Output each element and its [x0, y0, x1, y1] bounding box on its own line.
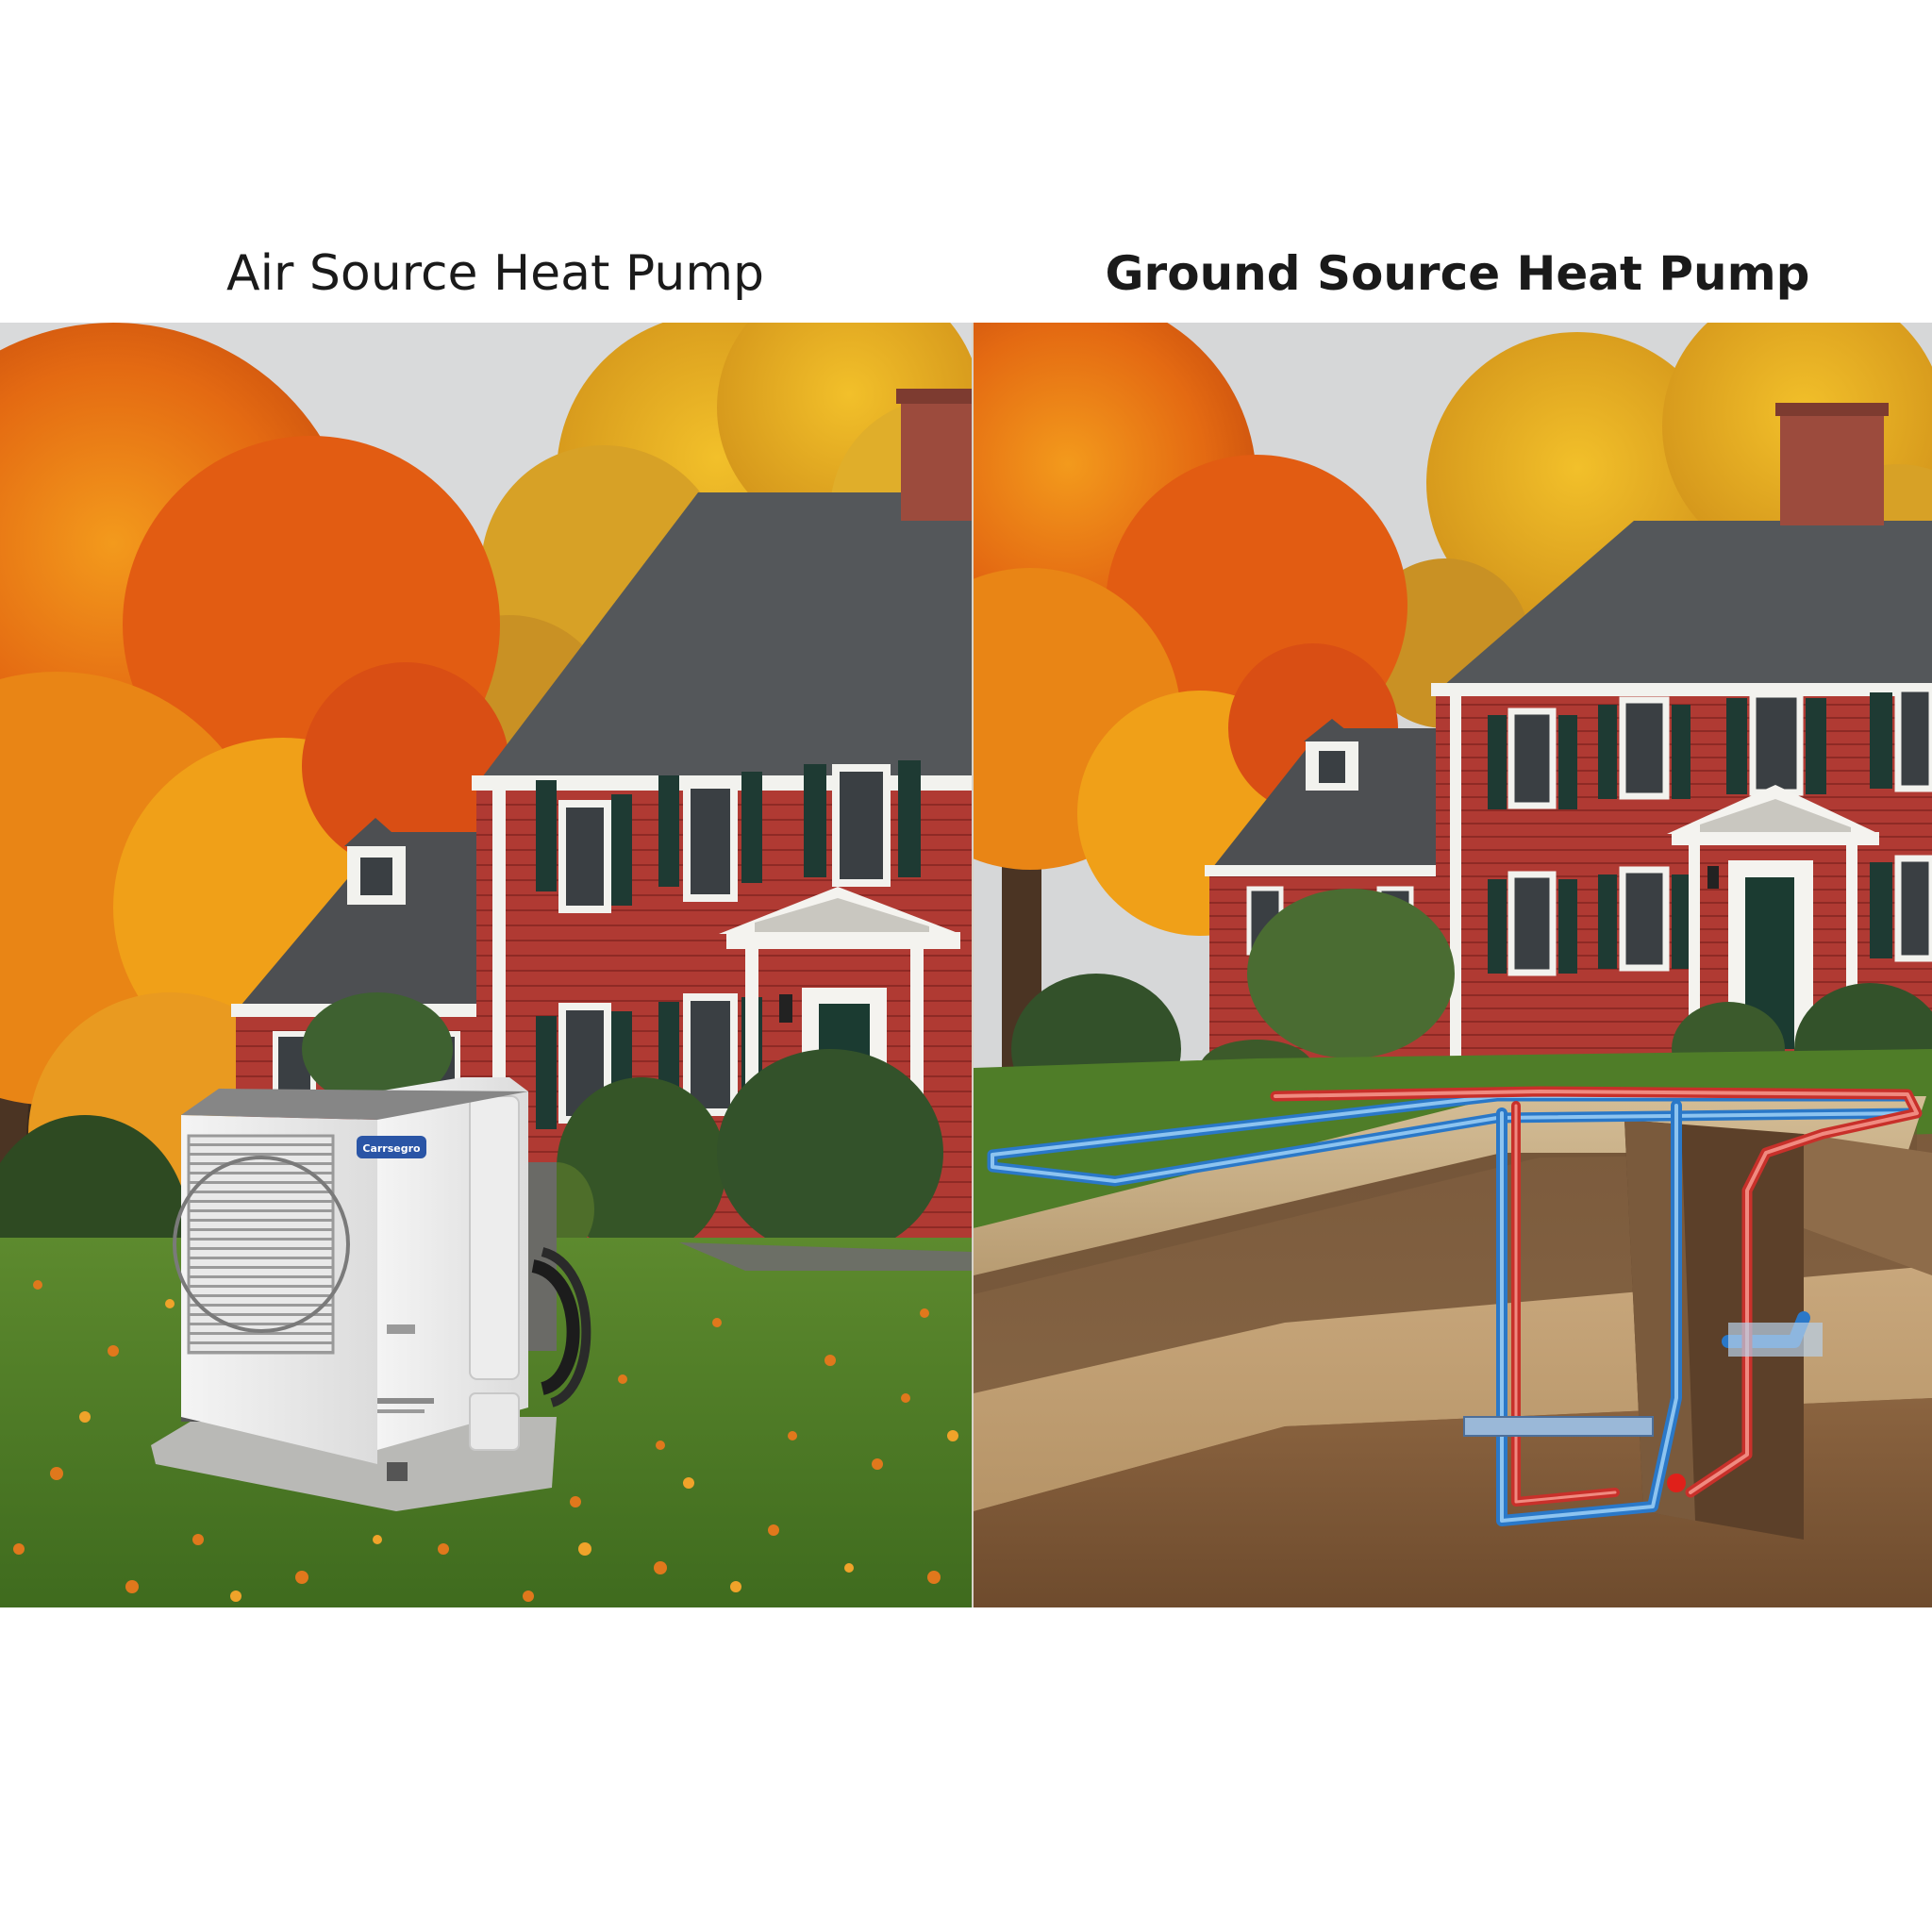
fallen-leaves	[13, 1280, 941, 1602]
ground-source-illustration-panel	[974, 323, 1932, 1607]
pipe-junction	[1667, 1474, 1686, 1492]
ground-loop-piping	[987, 1086, 1923, 1526]
logo-badge	[357, 1136, 426, 1158]
air-source-heat-pump-title: Air Source Heat Pump	[226, 245, 764, 302]
air-source-heat-pump-unit: Carrsegro	[151, 1077, 591, 1511]
manifold-label-bar	[1463, 1416, 1654, 1437]
air-source-photo-panel: Carrsegro	[0, 323, 972, 1607]
ground-source-heat-pump-title: Ground Source Heat Pump	[1105, 246, 1810, 301]
panel-divider	[972, 323, 974, 1607]
logo-text: Carrsegro	[362, 1142, 421, 1155]
orange-maple-tree	[974, 323, 1407, 1096]
